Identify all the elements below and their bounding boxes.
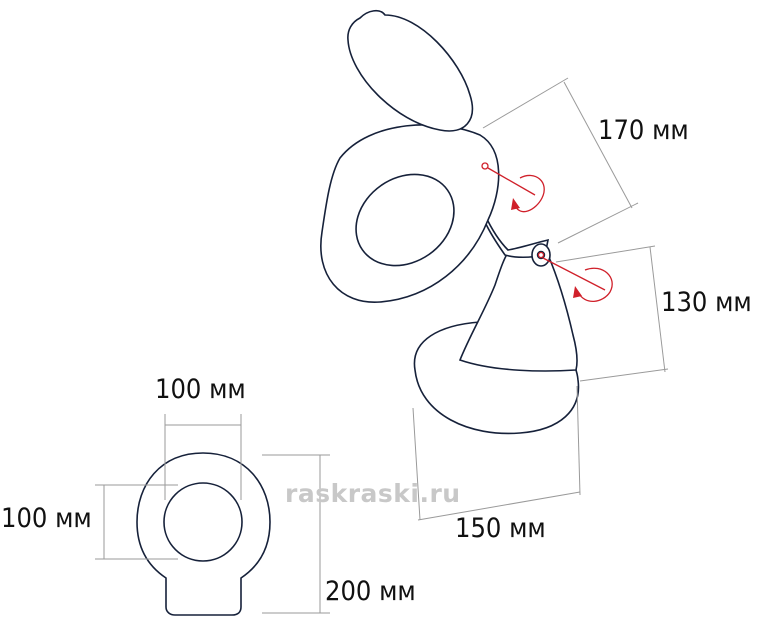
dim-arm-length-lines bbox=[482, 77, 639, 244]
watermark: raskraski.ru bbox=[285, 479, 461, 508]
dim-neck-height-lines bbox=[555, 245, 669, 382]
label-lens-height: 100 мм bbox=[1, 503, 92, 534]
dim-base-width-lines bbox=[412, 385, 581, 521]
dim-total-height-lines bbox=[262, 454, 330, 614]
lamp-front-view bbox=[95, 414, 330, 616]
front-lens bbox=[163, 482, 243, 562]
label-base-width: 150 мм bbox=[455, 513, 546, 544]
lamp-neck bbox=[458, 247, 578, 372]
lens-ring-inner bbox=[355, 173, 455, 267]
label-arm-length: 170 мм bbox=[598, 115, 689, 146]
lens-lid bbox=[347, 9, 474, 132]
rotation-arrow-lower bbox=[537, 251, 613, 303]
lamp-side-view bbox=[320, 9, 669, 521]
dim-lens-width-lines bbox=[164, 414, 242, 500]
label-total-height: 200 мм bbox=[325, 576, 416, 607]
rotation-arrow-upper bbox=[481, 162, 545, 213]
dim-lens-height-lines bbox=[95, 484, 178, 560]
label-lens-width: 100 мм bbox=[155, 374, 246, 405]
label-neck-height: 130 мм bbox=[661, 287, 752, 318]
